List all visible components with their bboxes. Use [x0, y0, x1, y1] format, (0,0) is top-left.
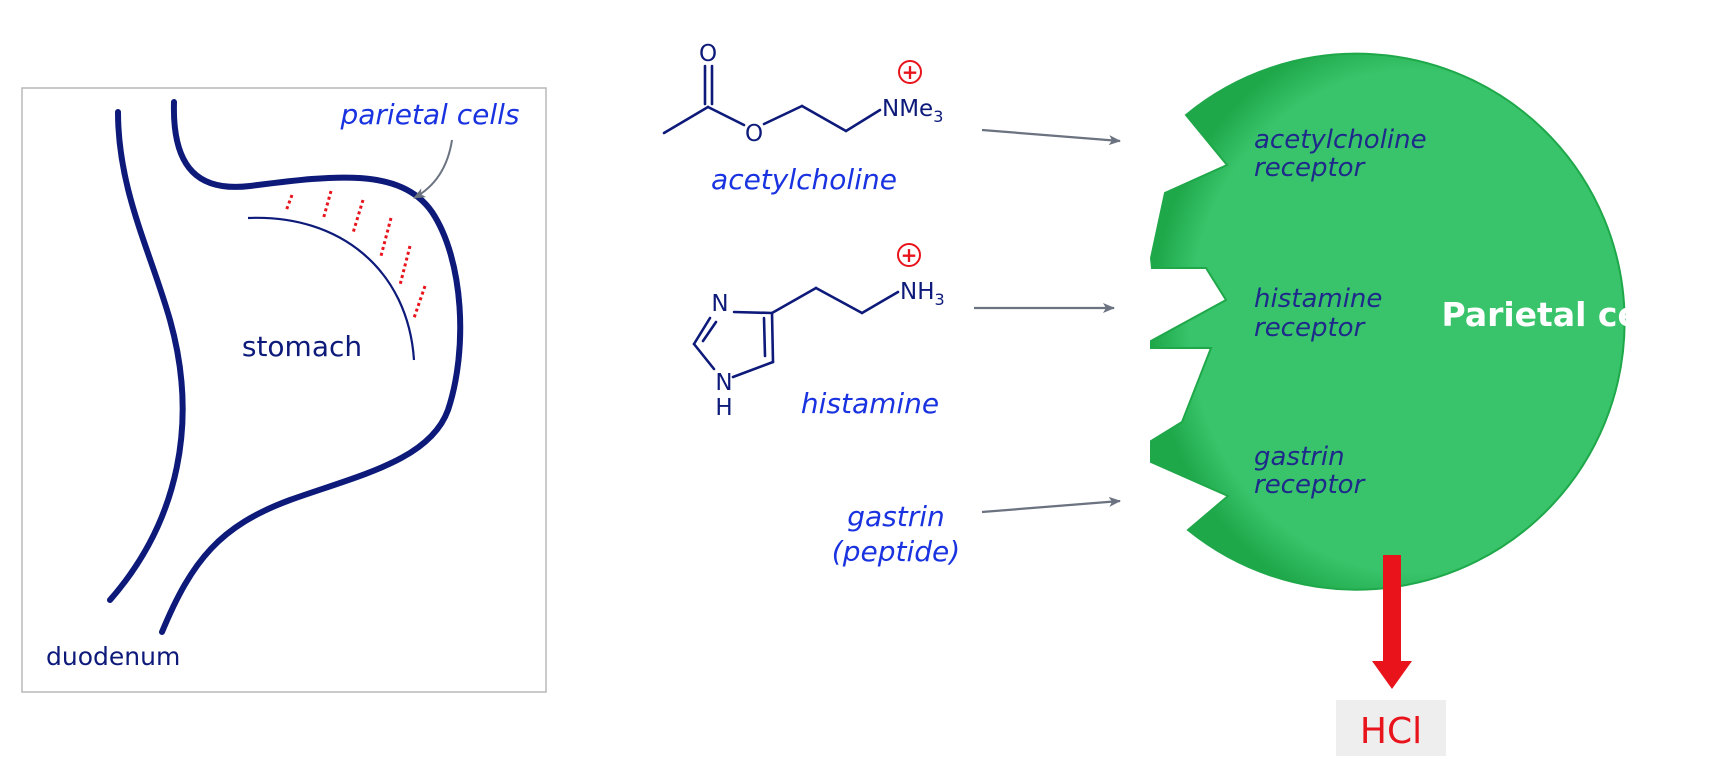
parietal-cells-callout-arrow: [413, 139, 453, 199]
acetylcholine-structure: O O NMe3 + acetylcholine: [662, 41, 943, 196]
acetylcholine-atom-carbonyl-o: O: [699, 41, 717, 67]
parietal-cell-marker: [398, 245, 412, 286]
histamine-name: histamine: [801, 387, 939, 420]
parietal-cell-marker: [284, 194, 294, 212]
stomach-panel-frame: [21, 87, 547, 693]
gastrin-arrow: [981, 496, 1121, 514]
hcl-label: HCl: [1360, 711, 1422, 752]
hcl-box: [1336, 700, 1446, 756]
parietal-cell-marker: [321, 190, 333, 221]
parietal-cell-body: [1149, 52, 1626, 591]
histamine-charge: +: [901, 243, 918, 267]
parietal-cell-title: Parietal cell: [1442, 295, 1663, 334]
histamine-atom-amine: NH3: [900, 279, 945, 309]
acetylcholine-atom-n: NMe3: [882, 96, 943, 126]
histamine-atom-ring-n: N: [711, 291, 728, 317]
gastrin-name-line1: gastrin: [847, 500, 945, 533]
gastrin-name-line2: (peptide): [832, 535, 960, 568]
gastrin-receptor-line1: gastrin: [1254, 442, 1345, 472]
acetylcholine-charge: +: [902, 60, 919, 84]
duodenum-label: duodenum: [46, 642, 180, 671]
acetylcholine-bonds: [662, 64, 882, 135]
histamine-charge-circle: [897, 243, 921, 267]
stomach-mucosa-line: [247, 216, 416, 361]
acetylcholine-receptor-line1: acetylcholine: [1254, 125, 1427, 155]
parietal-cell: acetylcholine receptor histamine recepto…: [1149, 52, 1663, 591]
parietal-cells-label: parietal cells: [339, 98, 519, 131]
histamine-atom-ring-nh-n: N: [715, 370, 732, 396]
acetylcholine-receptor-line2: receptor: [1254, 153, 1367, 183]
histamine-receptor-line2: receptor: [1254, 313, 1367, 343]
parietal-cell-markers: [284, 190, 427, 319]
histamine-bonds: [692, 286, 900, 379]
stomach-wall-left: [107, 109, 186, 603]
gastrin-receptor-line2: receptor: [1254, 470, 1367, 500]
acetylcholine-arrow: [981, 128, 1121, 146]
gastrin-label: gastrin (peptide): [832, 500, 960, 568]
acetylcholine-atom-ester-o: O: [745, 121, 763, 147]
histamine-atom-ring-nh-h: H: [715, 395, 732, 421]
histamine-structure: N N H NH3 + histamine: [692, 243, 945, 421]
hcl-arrow-shaft: [1383, 555, 1401, 663]
hcl-arrow-head: [1372, 661, 1412, 689]
stomach-panel: parietal cells stomach duodenum: [21, 87, 547, 693]
stomach-label: stomach: [242, 330, 362, 363]
parietal-cell-marker: [379, 217, 393, 257]
acetylcholine-charge-circle: [898, 60, 922, 84]
histamine-receptor-line1: histamine: [1254, 284, 1382, 314]
hcl-output: HCl: [1336, 555, 1446, 756]
signal-arrows: [974, 128, 1121, 514]
acetylcholine-name: acetylcholine: [711, 163, 897, 196]
stomach-wall-right: [159, 99, 464, 635]
